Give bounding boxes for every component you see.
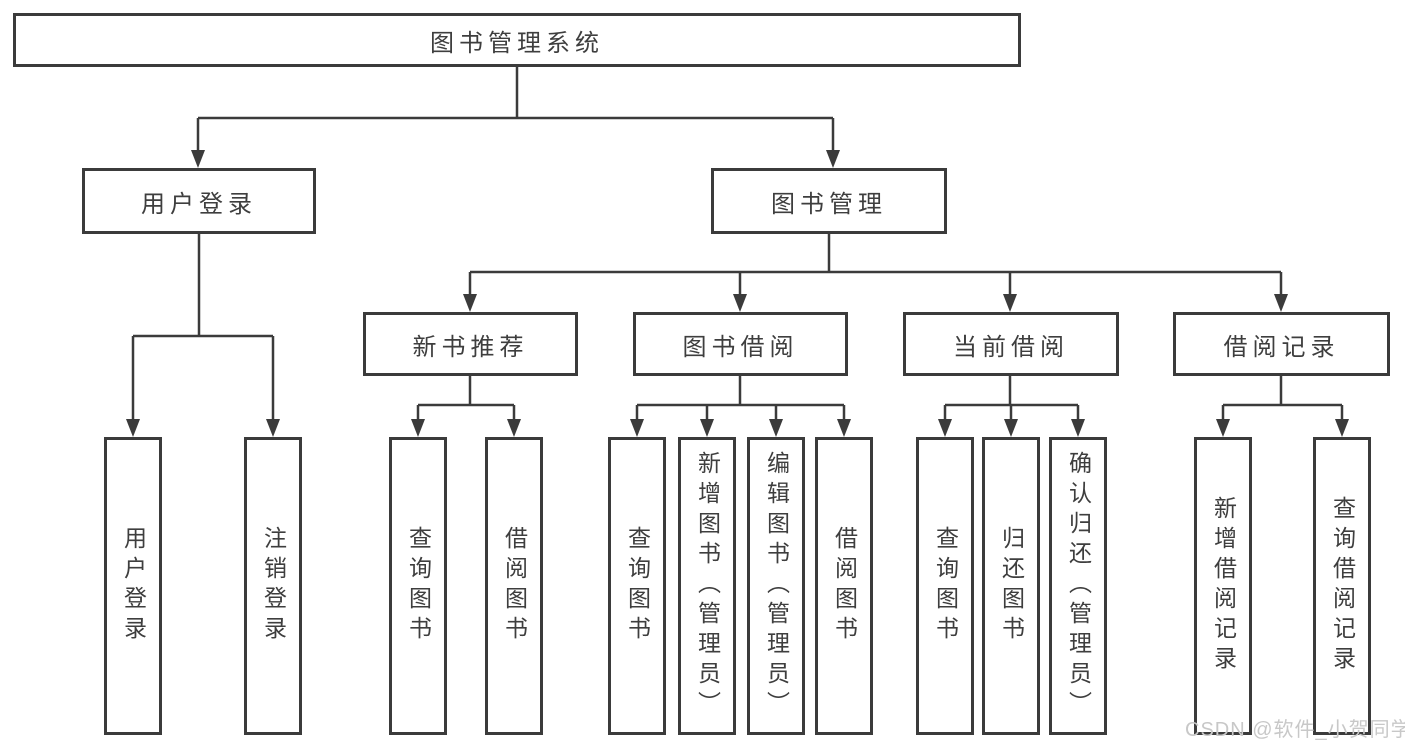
leaf-query-books-recommend: 查询图书 [389,437,447,735]
leaf-add-borrow-record-label: 新增借阅记录 [1210,496,1237,676]
leaf-add-books-admin: 新增图书（管理员） [678,437,736,735]
leaf-query-books-current: 查询图书 [916,437,974,735]
leaf-logout-label: 注销登录 [260,526,287,646]
leaf-edit-books-admin-label: 编辑图书（管理员） [763,451,790,721]
leaf-return-books-label: 归还图书 [998,526,1025,646]
node-current-borrow: 当前借阅 [903,312,1119,376]
leaf-user-login: 用户登录 [104,437,162,735]
arrowheads [126,150,1349,437]
node-book-management: 图书管理 [711,168,947,234]
node-root-label: 图书管理系统 [430,29,604,57]
leaf-confirm-return-admin-label: 确认归还（管理员） [1065,451,1092,721]
node-user-login: 用户登录 [82,168,316,234]
leaf-borrow-books-recommend: 借阅图书 [485,437,543,735]
node-new-book-recommend: 新书推荐 [363,312,578,376]
node-borrow-records-label: 借阅记录 [1223,333,1340,361]
leaf-edit-books-admin: 编辑图书（管理员） [747,437,805,735]
leaf-query-books-borrow: 查询图书 [608,437,666,735]
node-book-borrow: 图书借阅 [633,312,848,376]
node-current-borrow-label: 当前借阅 [953,333,1069,361]
leaf-query-books-current-label: 查询图书 [932,526,959,646]
leaf-add-books-admin-label: 新增图书（管理员） [694,451,721,721]
leaf-confirm-return-admin: 确认归还（管理员） [1049,437,1107,735]
leaf-query-borrow-record-label: 查询借阅记录 [1329,496,1356,676]
node-root: 图书管理系统 [13,13,1021,67]
leaf-query-books-recommend-label: 查询图书 [405,526,432,646]
leaf-return-books: 归还图书 [982,437,1040,735]
leaf-query-borrow-record: 查询借阅记录 [1313,437,1371,735]
leaf-borrow-books-recommend-label: 借阅图书 [501,526,528,646]
node-book-borrow-label: 图书借阅 [682,333,799,361]
node-user-login-label: 用户登录 [141,190,257,218]
leaf-user-login-label: 用户登录 [120,526,147,646]
node-book-management-label: 图书管理 [771,190,887,218]
leaf-add-borrow-record: 新增借阅记录 [1194,437,1252,735]
node-borrow-records: 借阅记录 [1173,312,1390,376]
watermark: CSDN @软件_小贺同学 [1185,719,1405,741]
leaf-borrow-books: 借阅图书 [815,437,873,735]
leaf-borrow-books-label: 借阅图书 [831,526,858,646]
node-new-book-recommend-label: 新书推荐 [412,333,529,361]
leaf-logout: 注销登录 [244,437,302,735]
leaf-query-books-borrow-label: 查询图书 [624,526,651,646]
